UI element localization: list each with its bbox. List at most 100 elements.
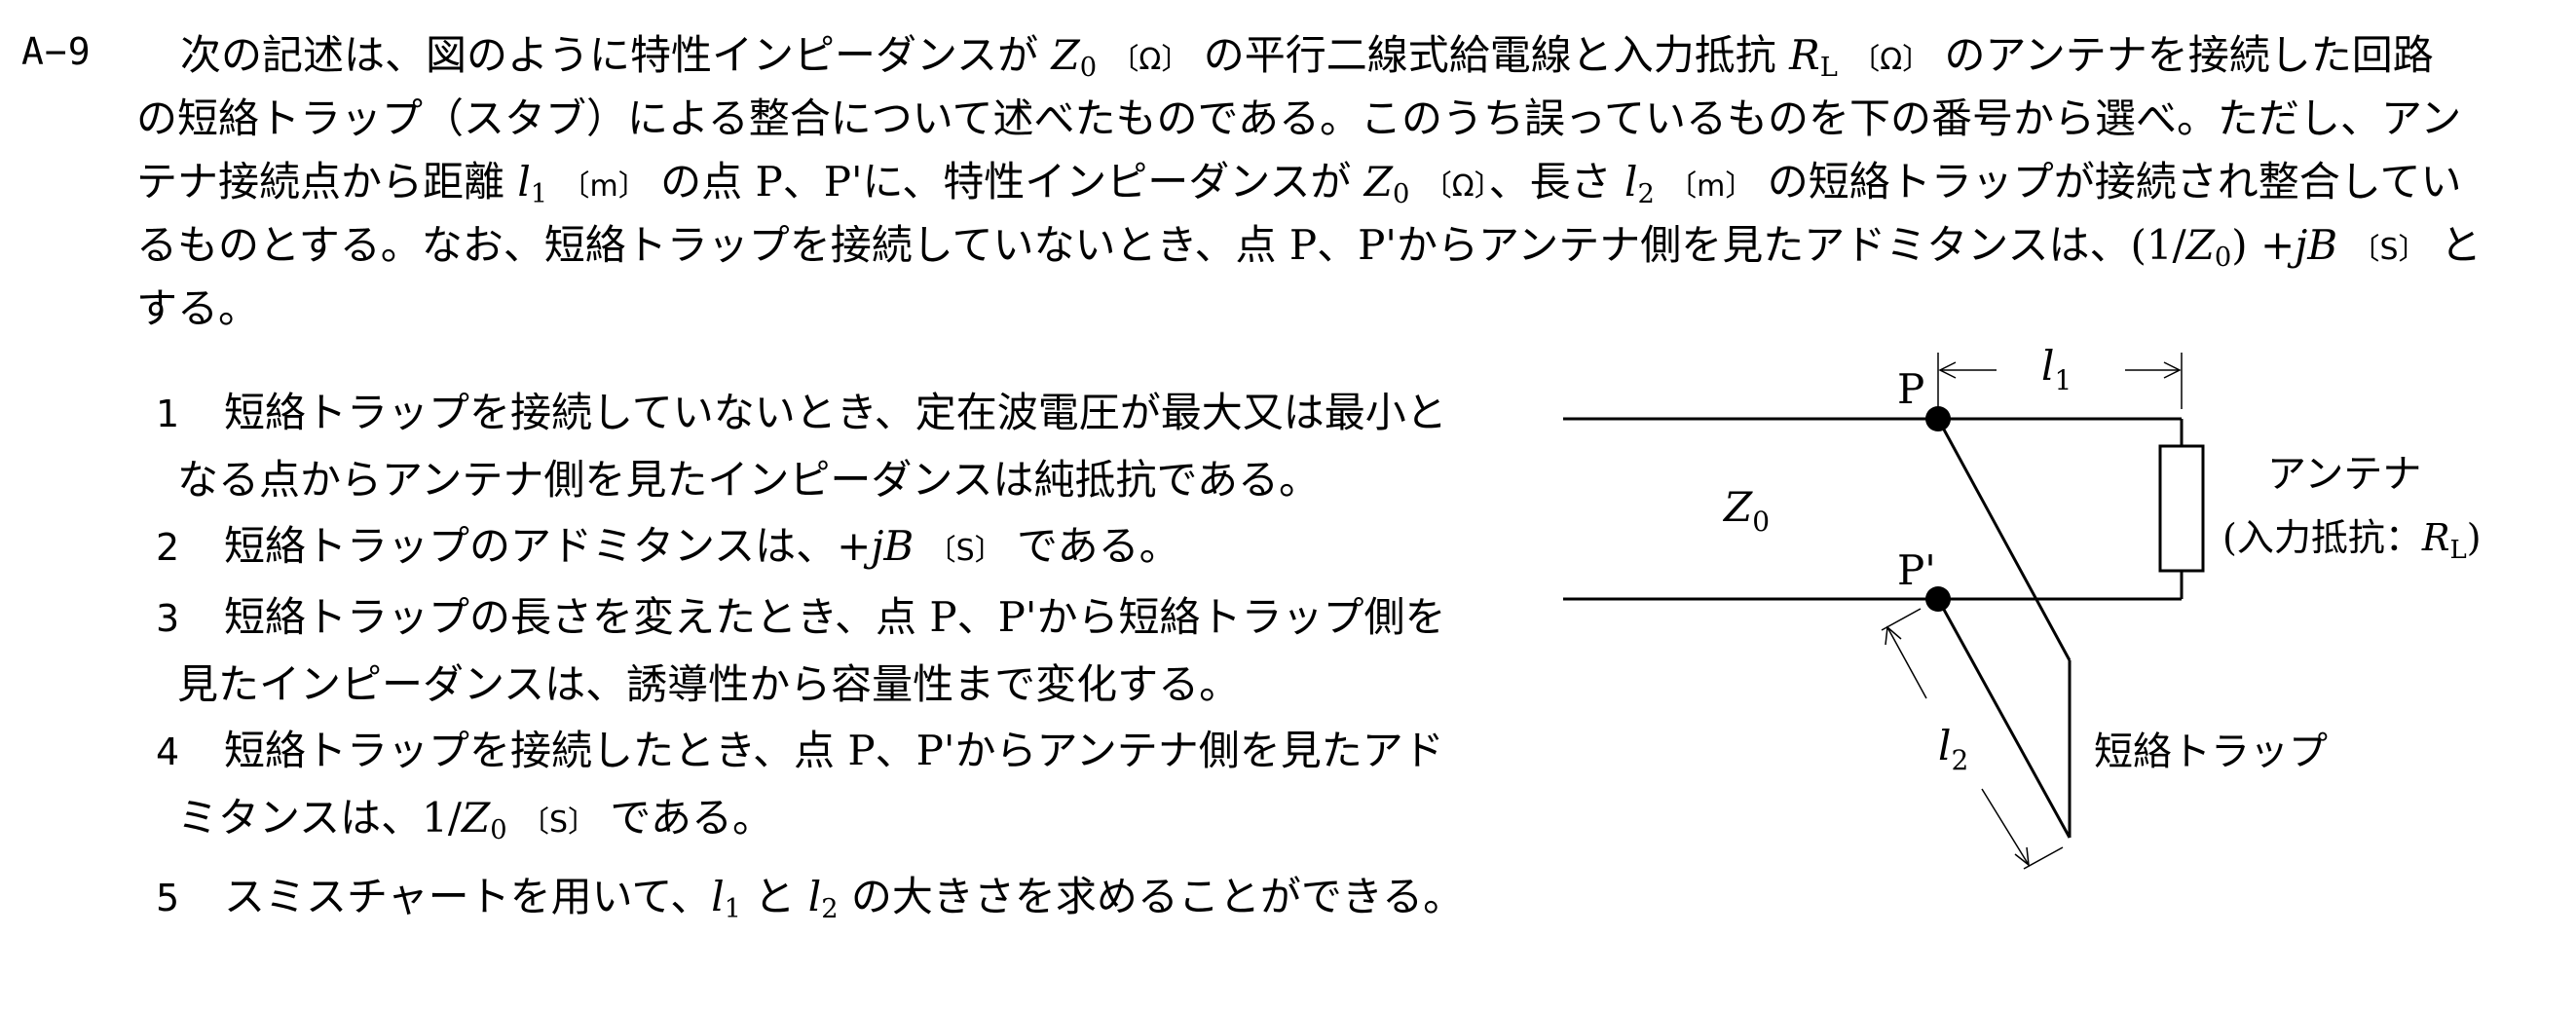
question-line: 次の記述は、図のように特性インピーダンスが Z0 〔Ω〕 の平行二線式給電線と入…: [136, 23, 2542, 87]
unit-bracket: 〔S〕: [926, 534, 1004, 568]
question-line: する。: [136, 277, 2542, 340]
l2-arrowhead-bottom: [2014, 846, 2030, 867]
math-variable: l: [807, 872, 822, 920]
question-line: テナ接続点から距離 l1 〔m〕 の点 P、P'に、特性インピーダンスが Z0 …: [136, 150, 2542, 213]
unit-bracket: 〔Ω〕: [1422, 169, 1489, 204]
antenna-resistor: [2158, 444, 2205, 573]
option-text-line: ミタンスは、1/Z0 〔S〕 である。: [156, 785, 1519, 864]
label-p-prime: P': [1897, 546, 1936, 594]
l2-ext-bottom: [2023, 846, 2064, 870]
math-variable: jB: [871, 522, 915, 570]
label-antenna: アンテナ: [2267, 452, 2421, 497]
math-variable: Z: [2185, 221, 2215, 269]
option-number: 3: [156, 597, 180, 640]
text-run: の短絡トラップが接続され整合してい: [1754, 158, 2462, 206]
option-number: 4: [156, 730, 180, 773]
label-l2: l2: [1938, 722, 1968, 776]
text-run: である。: [597, 794, 773, 842]
l2-arrow-bottom: [1981, 788, 2030, 866]
subscript: 1: [530, 178, 548, 209]
text-run: である。: [1003, 522, 1180, 570]
math-variable: R: [1789, 31, 1820, 79]
text-run: [914, 522, 926, 570]
text-run: [1655, 158, 1667, 206]
math-variable: l: [517, 158, 531, 206]
text-run: 短絡トラップを接続していないとき、定在波電圧が最大又は最小と: [224, 389, 1447, 436]
text-run: と: [741, 872, 808, 920]
subscript: 2: [821, 893, 839, 924]
l2-arrowhead-top: [1885, 625, 1902, 646]
text-run: の平行二線式給電線と入力抵抗: [1190, 31, 1790, 79]
l1-arrowhead-right: [2163, 361, 2182, 379]
trap-line-from-p-prime: [1936, 598, 2072, 839]
text-run: [507, 794, 520, 842]
label-p: P: [1897, 365, 1924, 413]
text-run: るものとする。なお、短絡トラップを接続していないとき、点 P、P'からアンテナ側…: [136, 221, 2186, 269]
unit-bracket: 〔S〕: [2350, 233, 2428, 267]
trap-line-from-p: [1936, 418, 2072, 661]
subscript: 0: [2214, 242, 2232, 273]
question-number: A−9: [21, 30, 92, 73]
text-run: の短絡トラップ（スタブ）による整合について述べたものである。このうち誤っているも…: [136, 94, 2462, 142]
text-run: [1409, 158, 1422, 206]
option-text-line: 見たインピーダンスは、誘導性から容量性まで変化する。: [156, 652, 1519, 718]
subscript: L: [1819, 52, 1838, 83]
answer-option-3: 3 短絡トラップの長さを変えたとき、点 P、P'から短絡トラップ側を見たインピーダ…: [156, 584, 1519, 718]
text-run: [1097, 31, 1109, 79]
option-text-line: 4 短絡トラップを接続したとき、点 P、P'からアンテナ側を見たアド: [156, 718, 1519, 785]
subscript: 1: [724, 893, 742, 924]
text-run: の大きさを求めることができる。: [838, 872, 1465, 920]
text-run: [547, 158, 560, 206]
l2-arrow-top: [1886, 626, 1927, 699]
text-run: と: [2427, 221, 2482, 269]
text-run: 見たインピーダンスは、誘導性から容量性まで変化する。: [177, 660, 1241, 708]
text-run: の点 P、P'に、特性インピーダンスが: [647, 158, 1364, 206]
node-p: [1925, 406, 1951, 431]
subscript: 0: [490, 814, 507, 845]
text-run: なる点からアンテナ側を見たインピーダンスは純抵抗である。: [177, 456, 1321, 504]
unit-bracket: 〔Ω〕: [1850, 43, 1932, 77]
text-run: 次の記述は、図のように特性インピーダンスが: [180, 31, 1052, 79]
text-run: のアンテナを接続した回路: [1931, 31, 2434, 79]
option-number: 2: [156, 526, 180, 569]
option-text-line: 2 短絡トラップのアドミタンスは、+jB 〔S〕 である。: [156, 513, 1519, 584]
unit-bracket: 〔m〕: [560, 169, 648, 204]
math-variable: Z: [1363, 158, 1393, 206]
label-z0: Z0: [1722, 483, 1770, 538]
l2-ext-top: [1881, 608, 1922, 631]
subscript: 0: [1079, 52, 1098, 83]
text-run: 、長さ: [1488, 158, 1625, 206]
text-run: [1838, 31, 1850, 79]
text-run: [2337, 221, 2350, 269]
math-variable: jB: [2295, 221, 2338, 269]
question-line: の短絡トラップ（スタブ）による整合について述べたものである。このうち誤っているも…: [136, 87, 2542, 150]
math-variable: Z: [1051, 31, 1080, 79]
option-number: 5: [156, 876, 180, 919]
unit-bracket: 〔Ω〕: [1109, 43, 1191, 77]
subscript: 0: [1392, 178, 1410, 209]
node-p-prime: [1925, 586, 1951, 612]
question-line: るものとする。なお、短絡トラップを接続していないとき、点 P、P'からアンテナ側…: [136, 213, 2542, 277]
unit-bracket: 〔S〕: [519, 805, 598, 840]
math-variable: l: [1624, 158, 1638, 206]
text-run: ミタンスは、1/: [177, 794, 463, 842]
option-number: 1: [156, 393, 180, 435]
answer-option-2: 2 短絡トラップのアドミタンスは、+jB 〔S〕 である。: [156, 513, 1519, 584]
text-run: 短絡トラップを接続したとき、点 P、P'からアンテナ側を見たアド: [224, 727, 1444, 774]
text-run: テナ接続点から距離: [136, 158, 518, 206]
label-input-resistance: (入力抵抗：RL): [2222, 516, 2482, 565]
text-run: する。: [136, 284, 260, 332]
subscript: 2: [1637, 178, 1655, 209]
text-run: スミスチャートを用いて、: [224, 872, 712, 920]
text-run: 短絡トラップの長さを変えたとき、点 P、P'から短絡トラップ側を: [224, 593, 1446, 641]
text-run: 短絡トラップのアドミタンスは、+: [224, 522, 872, 570]
math-variable: l: [711, 872, 725, 920]
answer-option-4: 4 短絡トラップを接続したとき、点 P、P'からアンテナ側を見たアドミタンスは、1…: [156, 718, 1519, 864]
answer-options: 1 短絡トラップを接続していないとき、定在波電圧が最大又は最小となる点からアンテナ…: [156, 380, 1519, 943]
label-l1: l1: [2041, 342, 2072, 396]
l1-arrowhead-left: [1938, 361, 1957, 379]
circuit-diagram: P P' Z0 l1 l2 アンテナ (入力抵抗：RL) 短絡トラップ: [1563, 342, 2482, 870]
question-text: 次の記述は、図のように特性インピーダンスが Z0 〔Ω〕 の平行二線式給電線と入…: [136, 23, 2542, 340]
